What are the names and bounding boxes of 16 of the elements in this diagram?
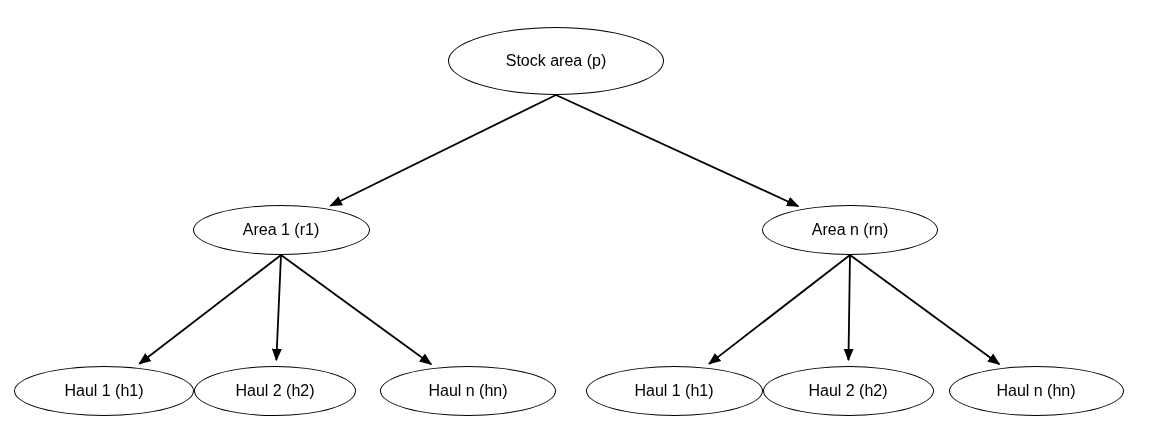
arrow bbox=[329, 94, 557, 207]
arrow bbox=[849, 254, 1001, 366]
arrow bbox=[271, 254, 282, 362]
node-label: Area 1 (r1) bbox=[242, 221, 320, 239]
node-label: Area n (rn) bbox=[811, 221, 889, 239]
arrow bbox=[843, 254, 854, 362]
node-label: Stock area (p) bbox=[505, 52, 607, 70]
node-label: Haul 2 (h2) bbox=[808, 382, 888, 400]
node-label: Haul 2 (h2) bbox=[235, 382, 315, 400]
arrow bbox=[708, 254, 851, 365]
node-label: Haul n (hn) bbox=[428, 382, 508, 400]
node-label: Haul 1 (h1) bbox=[64, 382, 144, 400]
node-label: Haul 1 (h1) bbox=[634, 382, 714, 400]
arrow bbox=[138, 254, 282, 365]
node-label: Haul n (hn) bbox=[996, 382, 1076, 400]
arrow bbox=[280, 254, 433, 366]
